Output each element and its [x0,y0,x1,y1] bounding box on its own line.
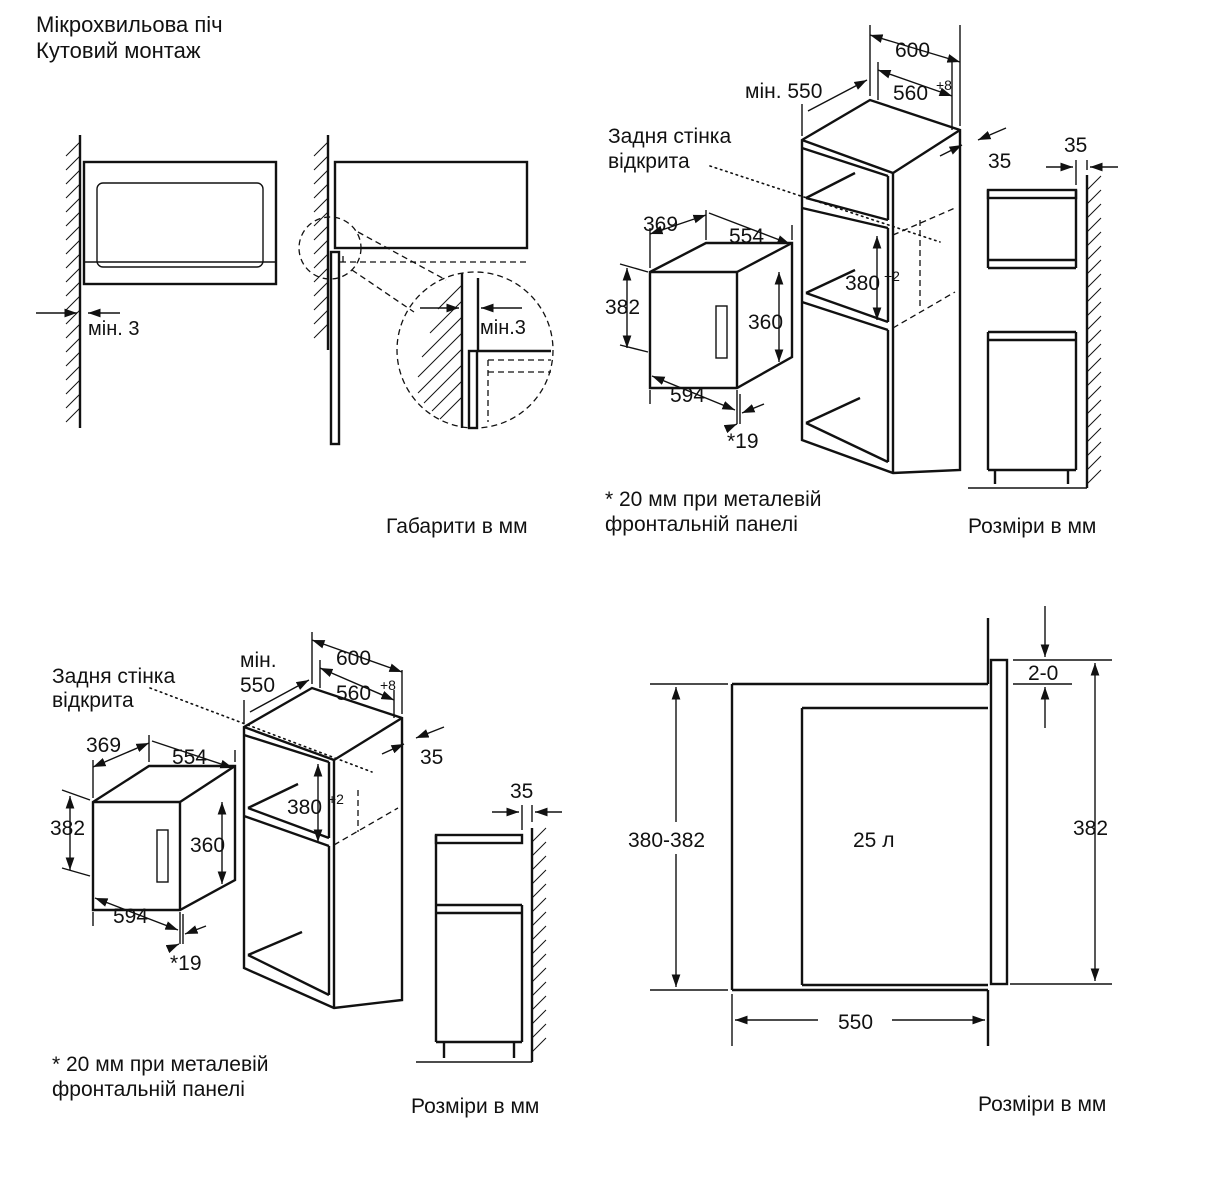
cabinet-section-top [968,160,1118,489]
dim-380-tolerance-b: +2 [328,791,344,807]
note-line-2: фронтальній панелі [605,513,798,536]
dim-554-b: 554 [172,746,207,769]
tall-cabinet-top [709,25,1007,475]
dim-594: 594 [670,384,705,407]
wall-hatch-2 [313,141,329,339]
min-gap-detail-label: мін.3 [480,317,526,339]
detail-hatch [417,284,463,420]
wall-hatch-3 [1086,175,1102,485]
dim-19: *19 [727,430,759,453]
dim-35-top-b: 35 [510,780,533,803]
dim-380-tolerance: +2 [884,268,900,284]
dim-35-top: 35 [1064,134,1087,157]
dim-360-b: 360 [190,834,225,857]
wall-cabinet-bottom [149,632,445,1010]
note-line-b-2: фронтальній панелі [52,1078,245,1101]
note-line-1: * 20 мм при металевій [605,488,822,511]
dim-height: 382 [1073,817,1108,840]
corner-side-view: мін.3 [298,135,554,446]
dim-35-side-b: 35 [420,746,443,769]
min-label-b-1: мін. [240,649,277,672]
rear-wall-label-b-2: відкрита [52,689,134,712]
wall-hatch-1 [65,141,81,423]
dim-560-tolerance-b: +8 [380,677,396,693]
caption-side-view: Розміри в мм [978,1093,1106,1116]
min-label-b-2: 550 [240,674,275,697]
rear-wall-label-2: відкрита [608,150,690,173]
dim-35-side: 35 [988,150,1011,173]
caption-corner: Габарити в мм [386,515,528,538]
rear-wall-label-1: Задня стінка [608,125,731,148]
note-line-b-1: * 20 мм при металевій [52,1053,269,1076]
title-line-2: Кутовий монтаж [36,38,201,63]
dim-382-b: 382 [50,817,85,840]
dim-depth: 550 [838,1011,873,1034]
dim-380: 380 [845,272,880,295]
dim-369-b: 369 [86,734,121,757]
dim-height-range: 380-382 [628,829,705,852]
rear-wall-label-b-1: Задня стінка [52,665,175,688]
wall-hatch-4 [531,827,547,1053]
caption-bottom-cabinet: Розміри в мм [411,1095,539,1118]
dim-560: 560 [893,82,928,105]
dim-600-b: 600 [336,647,371,670]
min-gap-left-label: мін. 3 [88,318,139,340]
dim-594-b: 594 [113,905,148,928]
dim-369: 369 [643,213,678,236]
caption-top-cabinet: Розміри в мм [968,515,1096,538]
volume-label: 25 л [853,829,894,852]
min-550-label: мін. 550 [745,80,822,103]
side-section-view [629,606,1112,1046]
dim-554: 554 [729,225,764,248]
corner-front-view: мін. 3 [36,135,278,428]
dim-19-b: *19 [170,952,202,975]
dim-600: 600 [895,39,930,62]
cabinet-section-bottom [416,805,562,1063]
microwave-iso-top [619,210,794,434]
dim-560-b: 560 [336,682,371,705]
title-line-1: Мікрохвильова піч [36,12,223,37]
dim-gap: 2-0 [1028,662,1058,685]
dim-560-tolerance: +8 [936,77,952,93]
dim-382: 382 [605,296,640,319]
dim-360: 360 [748,311,783,334]
microwave-iso-bottom [61,735,237,954]
dim-380-b: 380 [287,796,322,819]
